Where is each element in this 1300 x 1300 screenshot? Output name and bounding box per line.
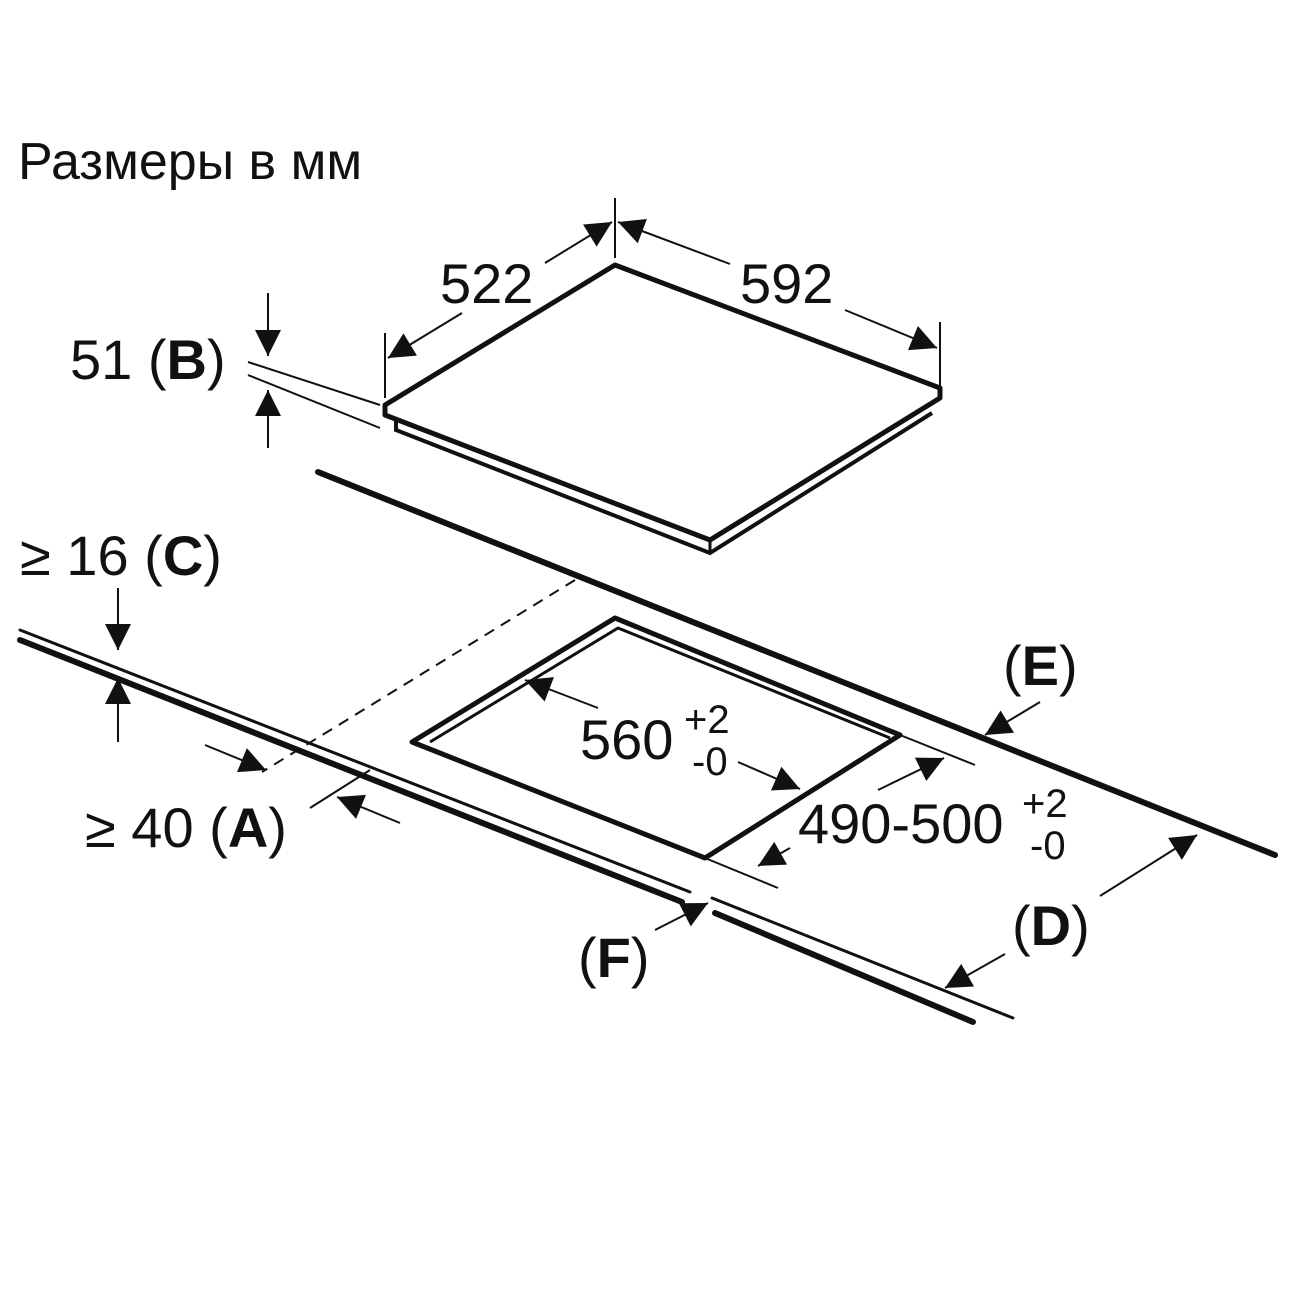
label-40-a: ≥ 40 (A) — [85, 796, 287, 859]
label-560-plus: +2 — [684, 698, 730, 742]
label-16-value: ≥ 16 — [20, 524, 129, 587]
label-d: (D) — [1012, 894, 1090, 957]
cutout-inner-edge — [429, 626, 891, 744]
label-560-base: 560 — [580, 708, 674, 771]
hob — [382, 262, 943, 556]
label-e-letter: E — [1021, 634, 1060, 697]
label-f: (F) — [578, 926, 650, 989]
dimension-40-a — [204, 744, 401, 824]
label-40-value: ≥ 40 — [85, 796, 194, 859]
label-f-letter: F — [596, 926, 631, 989]
label-592: 592 — [740, 252, 834, 315]
worktop-back-edge — [315, 469, 1278, 858]
label-490-500-base: 490-500 — [798, 792, 1004, 855]
dimension-490-500 — [704, 734, 976, 889]
dimension-d — [944, 834, 1198, 989]
label-490-500: 490-500 +2 -0 — [798, 784, 1088, 868]
dimension-51-b — [247, 293, 381, 448]
label-490-500-plus: +2 — [1022, 782, 1068, 826]
worktop-front-edge-top-right — [710, 896, 1015, 1020]
leader-e — [984, 701, 1041, 736]
dimension-522 — [384, 198, 616, 398]
countertop — [17, 469, 1278, 1025]
label-490-500-minus: -0 — [1030, 824, 1066, 868]
leader-f — [654, 902, 709, 931]
label-51-b: 51 (B) — [70, 328, 226, 391]
dimension-592 — [617, 218, 941, 386]
worktop-front-edge-right — [712, 910, 976, 1025]
label-51-value: 51 — [70, 328, 133, 391]
label-16-c: ≥ 16 (C) — [20, 524, 222, 587]
label-d-letter: D — [1030, 894, 1072, 957]
label-a-letter: A — [227, 796, 269, 859]
page-title: Размеры в мм — [18, 133, 363, 191]
label-560-minus: -0 — [692, 740, 728, 784]
worktop-front-edge-top — [18, 628, 692, 894]
label-e: (E) — [1003, 634, 1078, 697]
hob-bottom-edge — [394, 411, 934, 556]
label-b-letter: B — [166, 328, 207, 391]
label-560: 560 +2 -0 — [580, 700, 750, 784]
label-c-letter: C — [162, 524, 204, 587]
label-522: 522 — [440, 252, 534, 315]
reference-dashed-line — [261, 579, 576, 773]
dimension-560 — [524, 677, 801, 791]
